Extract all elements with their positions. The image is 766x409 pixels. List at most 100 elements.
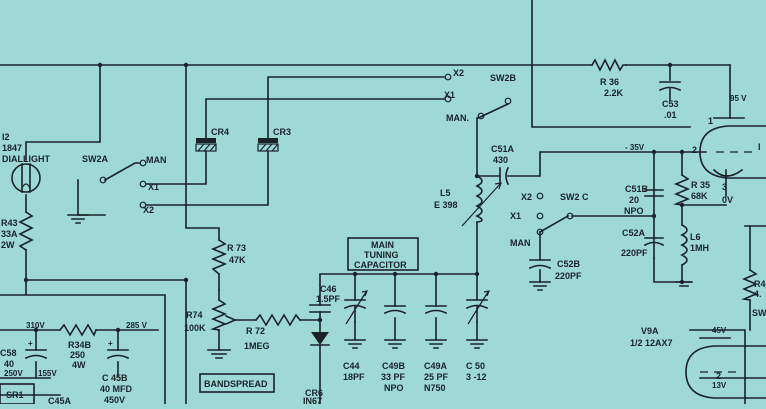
label-c49b-val: 33 PF xyxy=(381,372,406,382)
label-45v: 45V xyxy=(712,326,727,335)
label-r36: R 36 xyxy=(600,77,619,87)
label-bandspread: BANDSPREAD xyxy=(204,379,268,389)
label-c51a-val: 430 xyxy=(493,155,508,165)
label-x2-c: X2 xyxy=(521,192,532,202)
label-sw2c: SW2 C xyxy=(560,192,589,202)
label-c52a: C52A xyxy=(622,228,646,238)
label-i2-name: DIALLIGHT xyxy=(2,154,50,164)
label-x1-top: X1 xyxy=(444,90,455,100)
label-c49a-val: 25 PF xyxy=(424,372,449,382)
label-c44: C44 xyxy=(343,361,360,371)
svg-text:+: + xyxy=(28,339,33,348)
label-x1-c: X1 xyxy=(510,211,521,221)
label-i2: I2 xyxy=(2,132,10,142)
main-tuning-capacitor-box xyxy=(347,237,419,271)
label-r74-val: 100K xyxy=(184,323,206,333)
label-cr4: CR4 xyxy=(211,127,229,137)
resistor-r73 xyxy=(210,238,228,276)
label-r73-val: 47K xyxy=(229,255,246,265)
label-r72-val: 1MEG xyxy=(244,341,270,351)
label-man-b: MAN. xyxy=(446,113,469,123)
label-r4x-val: 4. xyxy=(754,289,762,299)
capacitor-c52a xyxy=(643,237,665,247)
label-cr3: CR3 xyxy=(273,127,291,137)
label-r35-val: 68K xyxy=(691,191,708,201)
label-pin2: 2 xyxy=(692,145,697,155)
label-swx: SW xyxy=(752,308,766,318)
label-sw2a-x1: X1 xyxy=(148,182,159,192)
label-sw2b: SW2B xyxy=(490,73,517,83)
label-sw2a-man: MAN xyxy=(146,155,167,165)
label-c51a: C51A xyxy=(491,144,515,154)
label-r73: R 73 xyxy=(227,243,246,253)
switch-contacts xyxy=(99,73,574,236)
label-capacitor: CAPACITOR xyxy=(354,260,407,270)
label-one-cut: 1 xyxy=(708,116,713,126)
label-155v: 155V xyxy=(38,369,57,378)
label-r34b: R34B xyxy=(68,340,92,350)
label-l5: L5 xyxy=(440,188,451,198)
label-c49a-type: N750 xyxy=(424,383,446,393)
label-c50-val: 3 -12 xyxy=(466,372,487,382)
inductor-l6 xyxy=(680,223,688,267)
label-c49b: C49B xyxy=(382,361,406,371)
resistor-r34b xyxy=(58,323,98,337)
label-x2-top: X2 xyxy=(453,68,464,78)
label-v9a: V9A xyxy=(641,326,659,336)
label-sw2a: SW2A xyxy=(82,154,109,164)
resistor-r72 xyxy=(254,313,302,327)
label-c52a-val: 220PF xyxy=(621,248,648,258)
capacitor-c49a xyxy=(424,305,448,315)
label-c45b: C 45B xyxy=(102,373,128,383)
inductor-l5 xyxy=(461,174,502,227)
label-c45a: C45A xyxy=(48,396,72,404)
capacitor-c50 xyxy=(465,290,490,325)
label-r36-val: 2.2K xyxy=(604,88,624,98)
label-250v: 250V xyxy=(4,369,23,378)
label-c46: C46 xyxy=(320,284,337,294)
label-c45b-val: 40 MFD xyxy=(100,384,133,394)
label-c53: C53 xyxy=(662,99,679,109)
diode-cr6 xyxy=(310,319,330,346)
label-l5-val: E 398 xyxy=(434,200,458,210)
vacuum-tube-top xyxy=(699,117,766,179)
label-c52b: C52B xyxy=(557,259,581,269)
dial-light-i2 xyxy=(11,163,41,193)
label-c51b-type: NPO xyxy=(624,206,644,216)
label-r74: R74 xyxy=(186,310,203,320)
bandspread-box xyxy=(199,373,275,393)
svg-text:+: + xyxy=(108,339,113,348)
label-r34b-val: 250 xyxy=(70,350,85,360)
capacitor-c52b xyxy=(528,259,552,270)
label-l6-val: 1MH xyxy=(690,243,709,253)
vacuum-tube-v9a xyxy=(685,337,766,399)
label-r4x: R4 xyxy=(754,279,766,289)
label-v9a-val: 1/2 12AX7 xyxy=(630,338,673,348)
label-c49b-type: NPO xyxy=(384,383,404,393)
label-r34b-watt: 4W xyxy=(72,360,86,370)
label-c52b-val: 220PF xyxy=(555,271,582,281)
label-r72: R 72 xyxy=(246,326,265,336)
label-c49a: C49A xyxy=(424,361,448,371)
label-95v: 95 V xyxy=(730,94,747,103)
label-0v: 0V xyxy=(722,195,733,205)
label-sw2a-x2: X2 xyxy=(143,205,154,215)
capacitor-c46 xyxy=(309,304,331,321)
label-c44-val: 18PF xyxy=(343,372,365,382)
label-r43-watt: 2W xyxy=(1,240,15,250)
resistor-r43 xyxy=(18,210,34,252)
label-c50: C 50 xyxy=(466,361,485,371)
label-pin2b: 2 xyxy=(716,371,721,381)
capacitor-c51a xyxy=(499,166,510,186)
label-13v: 13V xyxy=(712,381,727,390)
label-l6: L6 xyxy=(690,232,701,242)
label-c45b-volt: 450V xyxy=(104,395,125,404)
label-cr6-val: IN67 xyxy=(303,396,322,404)
label-r43: R43 xyxy=(1,218,18,228)
label-c58: C58 xyxy=(0,348,17,358)
label-r35: R 35 xyxy=(691,180,710,190)
diode-cr3 xyxy=(257,138,279,152)
label-pin3: 3 xyxy=(722,182,727,192)
